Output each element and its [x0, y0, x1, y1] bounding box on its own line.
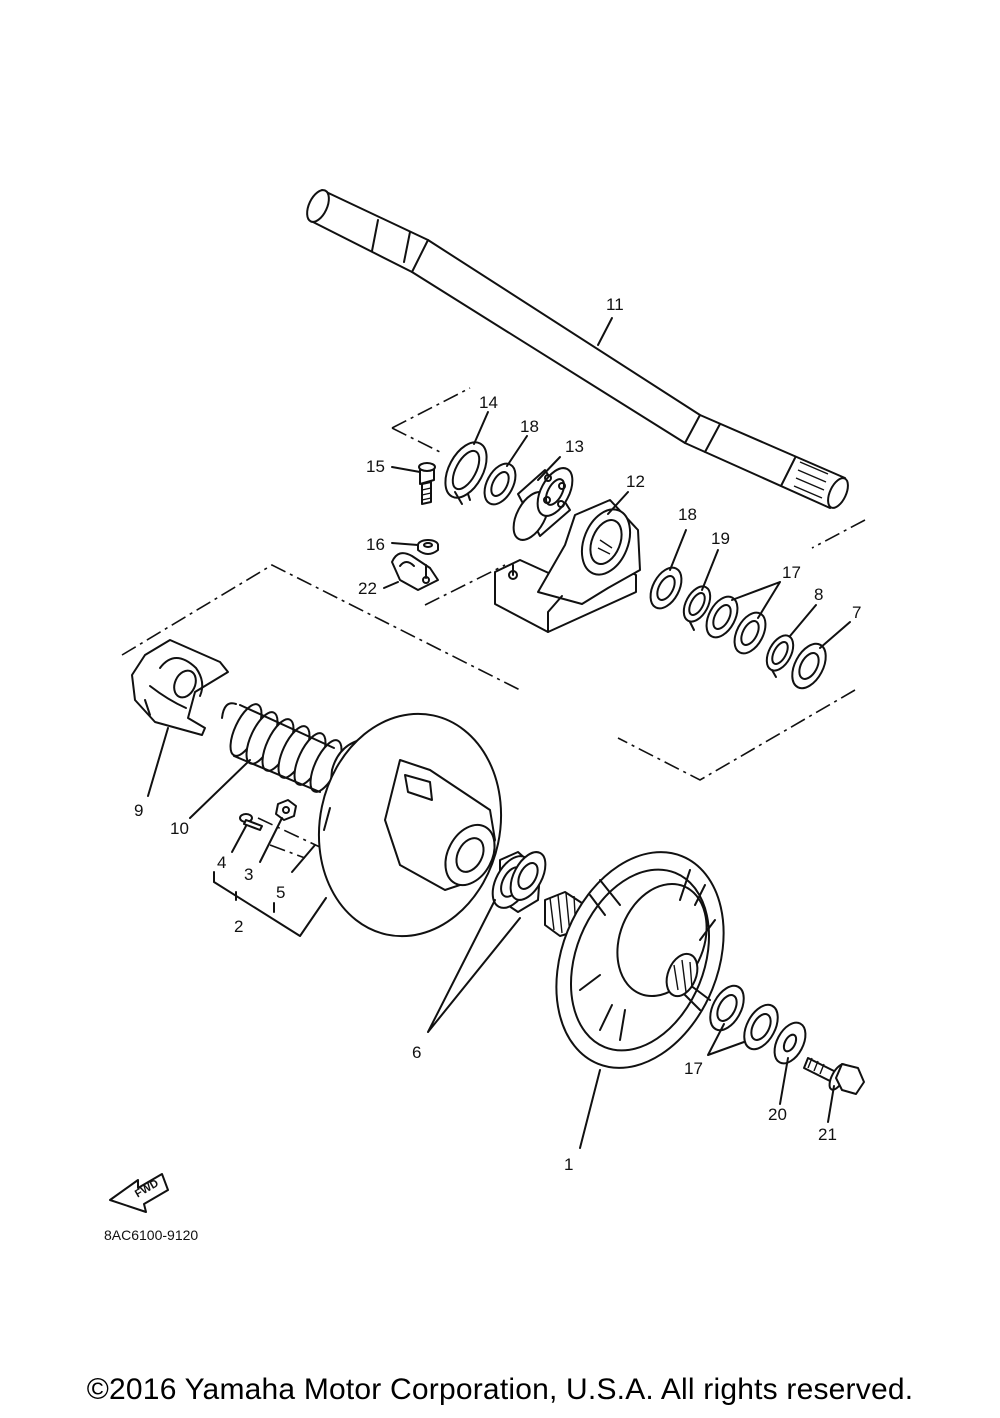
shim-washer-part — [743, 1003, 779, 1051]
callout-2: 2 — [234, 917, 243, 936]
washer-part — [483, 462, 517, 506]
callout-21: 21 — [818, 1125, 837, 1144]
callout-15: 15 — [366, 457, 385, 476]
washer-part — [773, 1021, 807, 1065]
clamp-part — [391, 552, 439, 591]
forward-arrow-icon: FWD — [109, 1173, 169, 1213]
callout-11: 11 — [606, 295, 624, 314]
bearing-housing-part — [494, 499, 641, 633]
callout-10: 10 — [170, 819, 189, 838]
callout-16: 16 — [366, 535, 385, 554]
shim-washer-part — [705, 595, 739, 639]
diagram-code: 8AC6100-9120 — [104, 1227, 198, 1243]
cam-part — [131, 639, 229, 736]
callout-18: 18 — [520, 417, 539, 436]
bolt-part — [418, 462, 436, 505]
callout-3: 3 — [244, 865, 253, 884]
spring-part — [221, 702, 343, 793]
callout-7: 7 — [852, 603, 861, 622]
callout-1: 1 — [564, 1155, 573, 1174]
circlip-part — [765, 634, 795, 678]
callout-5: 5 — [276, 883, 285, 902]
callout-17: 17 — [782, 563, 801, 582]
copyright-notice: ©2016 Yamaha Motor Corporation, U.S.A. A… — [86, 1373, 914, 1406]
bushing-part — [491, 851, 547, 913]
callout-14: 14 — [479, 393, 498, 412]
washer-part — [649, 566, 683, 610]
circlip-part — [444, 441, 488, 505]
screw-part — [239, 813, 263, 831]
shim-washer-part — [733, 611, 767, 655]
washer-part — [791, 642, 827, 690]
flange-bolt-part — [803, 1057, 865, 1095]
callout-20: 20 — [768, 1105, 787, 1124]
fixed-sheave-part — [544, 851, 725, 1069]
bearing-part — [512, 467, 574, 541]
callout-13: 13 — [565, 437, 584, 456]
callout-labels: 11 14 18 13 15 12 16 22 18 19 17 8 7 9 1… — [134, 295, 861, 1174]
callout-8: 8 — [814, 585, 823, 604]
callout-9: 9 — [134, 801, 143, 820]
callout-18: 18 — [678, 505, 697, 524]
collar-part — [417, 539, 439, 555]
shim-washer-part — [709, 984, 745, 1032]
callout-4: 4 — [217, 853, 226, 872]
callout-12: 12 — [626, 472, 645, 491]
shaft-part — [306, 189, 849, 509]
leader-lines — [147, 317, 851, 1149]
circlip-part — [682, 585, 712, 631]
movable-sheave-part — [317, 712, 503, 938]
nut-part — [275, 799, 297, 821]
callout-6: 6 — [412, 1043, 421, 1062]
callout-17: 17 — [684, 1059, 703, 1078]
callout-19: 19 — [711, 529, 730, 548]
assembly-outlines — [121, 387, 866, 859]
callout-22: 22 — [358, 579, 377, 598]
